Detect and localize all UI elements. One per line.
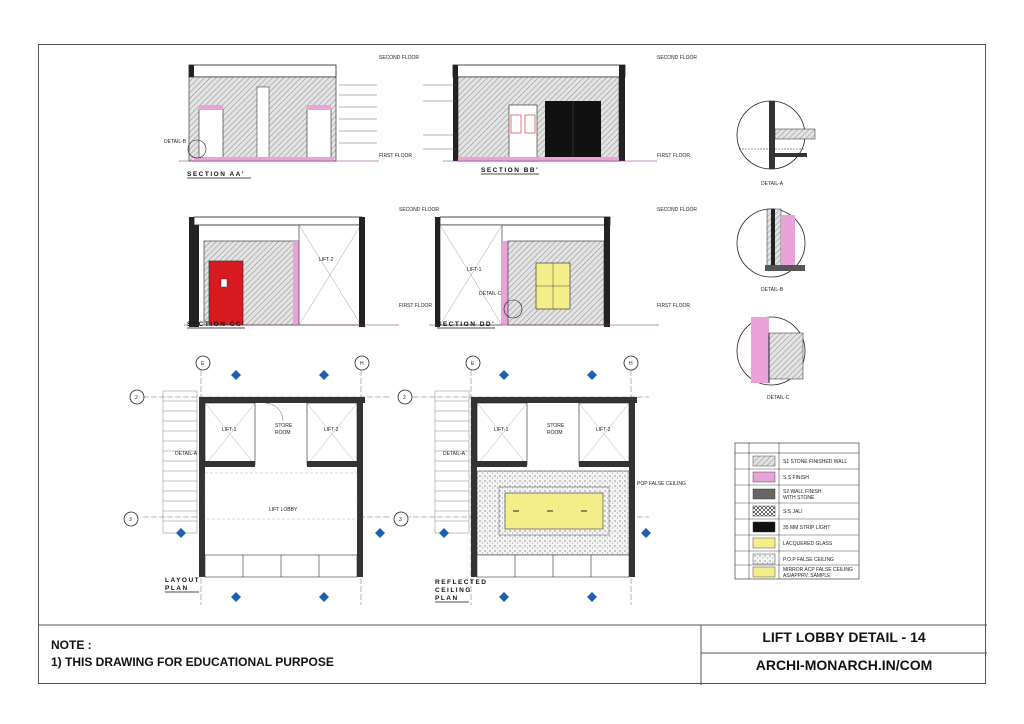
rcp-grid-h: H: [629, 361, 633, 367]
ceiling-plan: E H 2 3 LIFT-1 LIFT-2 STORE ROOM: [393, 355, 686, 605]
lp-grid-3: 3: [129, 517, 132, 523]
section-dd-title: SECTION DD': [437, 321, 495, 328]
legend-row-8: MIRROR ACP FALSE CEILING AS/APPRV. SAMPL…: [752, 566, 853, 579]
lp-grid-e: E: [201, 361, 205, 367]
legend-label-line1: MIRROR ACP FALSE CEILING: [783, 567, 853, 573]
section-dd: LIFT-1 DETAIL-C SECOND FLOOR FIRST FLOOR…: [429, 207, 697, 329]
section-cc: LIFT-2 SECOND FLOOR FIRST FLOOR SECTION …: [184, 207, 439, 329]
rcp-lift-1: LIFT-1: [494, 427, 509, 433]
legend-row-5: 35 MM STRIP LIGHT: [752, 521, 830, 533]
section-bb: SECOND FLOOR FIRST FLOOR SECTION BB': [423, 55, 697, 175]
layout-plan-title-2: PLAN: [165, 585, 189, 592]
section-cc-title: SECTION CC': [187, 321, 245, 328]
layout-plan-title-1: LAYOUT: [165, 577, 200, 584]
note-heading: NOTE :: [51, 638, 92, 652]
rcp-title-1: REFLECTED: [435, 579, 488, 586]
legend-label-line2: AS/APPRV. SAMPLE: [783, 573, 831, 579]
legend-label-line1: S2 WALL FINISH: [783, 489, 822, 495]
legend-row-6: LACQUERED GLASS: [752, 537, 833, 549]
legend-row-3: S2 WALL FINISH WITH STONE: [752, 488, 822, 501]
rcp-detail-a: DETAIL-A: [443, 451, 466, 457]
dd-bottom-level: FIRST FLOOR: [657, 303, 690, 309]
legend: S1 STONE FINISHED WALL S.S FINISH S2 WAL…: [734, 442, 860, 580]
dd-lift-label: LIFT-1: [467, 267, 482, 273]
website-label: ARCHI-MONARCH.IN/COM: [755, 657, 933, 673]
lp-room: ROOM: [275, 430, 291, 436]
detail-c-callout: DETAIL-C: [479, 291, 502, 297]
lp-lobby: LIFT LOBBY: [269, 507, 298, 513]
drawing-sheet: DETAIL-B SECOND FLOOR FIRST FLOOR SECTIO…: [38, 44, 987, 685]
rcp-grid-e: E: [471, 361, 475, 367]
lp-lift-1: LIFT-1: [222, 427, 237, 433]
legend-label: LACQUERED GLASS: [783, 541, 833, 547]
layout-plan: E H 2 3 LIFT-1 LIFT-2 STO: [123, 355, 389, 605]
bb-top-level: SECOND FLOOR: [657, 55, 697, 61]
detail-b: DETAIL-B: [736, 208, 806, 293]
lp-grid-h: H: [360, 361, 364, 367]
detail-c-title: DETAIL-C: [767, 395, 790, 401]
section-aa: DETAIL-B SECOND FLOOR FIRST FLOOR SECTIO…: [164, 55, 419, 179]
rcp-title-2: CEILING: [435, 587, 472, 594]
legend-label: S.S JALI: [783, 509, 802, 515]
aa-top-level: SECOND FLOOR: [379, 55, 419, 61]
legend-label: P.O.P FALSE CEILING: [783, 557, 834, 563]
detail-c: DETAIL-C: [736, 316, 806, 401]
rcp-pop-false-ceiling: POP FALSE CEILING: [637, 481, 686, 487]
drawing-title: LIFT LOBBY DETAIL - 14: [762, 629, 926, 645]
note-line: 1) THIS DRAWING FOR EDUCATIONAL PURPOSE: [51, 655, 334, 669]
cad-drawing: DETAIL-B SECOND FLOOR FIRST FLOOR SECTIO…: [39, 55, 987, 685]
lp-detail-a: DETAIL-A: [175, 451, 198, 457]
detail-b-callout: DETAIL-B: [164, 139, 187, 145]
dd-top-level: SECOND FLOOR: [657, 207, 697, 213]
lp-grid-2: 2: [135, 395, 138, 401]
rcp-title-3: PLAN: [435, 595, 459, 602]
cc-lift-label: LIFT-2: [319, 257, 334, 263]
legend-label: S1 STONE FINISHED WALL: [783, 459, 847, 465]
legend-row-4: S.S JALI: [752, 505, 802, 517]
section-bb-title: SECTION BB': [481, 167, 539, 174]
lp-lift-2: LIFT-2: [324, 427, 339, 433]
rcp-lift-2: LIFT-2: [596, 427, 611, 433]
rcp-grid-2: 2: [403, 395, 406, 401]
aa-bottom-level: FIRST FLOOR: [379, 153, 412, 159]
detail-a-title: DETAIL-A: [761, 181, 784, 187]
rcp-room: ROOM: [547, 430, 563, 436]
legend-label: 35 MM STRIP LIGHT: [783, 525, 830, 531]
cc-bottom-level: FIRST FLOOR: [399, 303, 432, 309]
cc-top-level: SECOND FLOOR: [399, 207, 439, 213]
section-aa-title: SECTION AA': [187, 171, 245, 178]
lp-store: STORE: [275, 423, 293, 429]
detail-a: DETAIL-A: [736, 100, 816, 187]
legend-label-line2: WITH STONE: [783, 495, 815, 501]
detail-b-title: DETAIL-B: [761, 287, 784, 293]
legend-row-1: S1 STONE FINISHED WALL: [752, 455, 847, 467]
legend-row-2: S.S FINISH: [752, 471, 809, 483]
bb-bottom-level: FIRST FLOOR: [657, 153, 690, 159]
legend-label: S.S FINISH: [783, 475, 809, 481]
rcp-grid-3: 3: [399, 517, 402, 523]
legend-row-7: P.O.P FALSE CEILING: [752, 553, 834, 565]
rcp-store: STORE: [547, 423, 565, 429]
